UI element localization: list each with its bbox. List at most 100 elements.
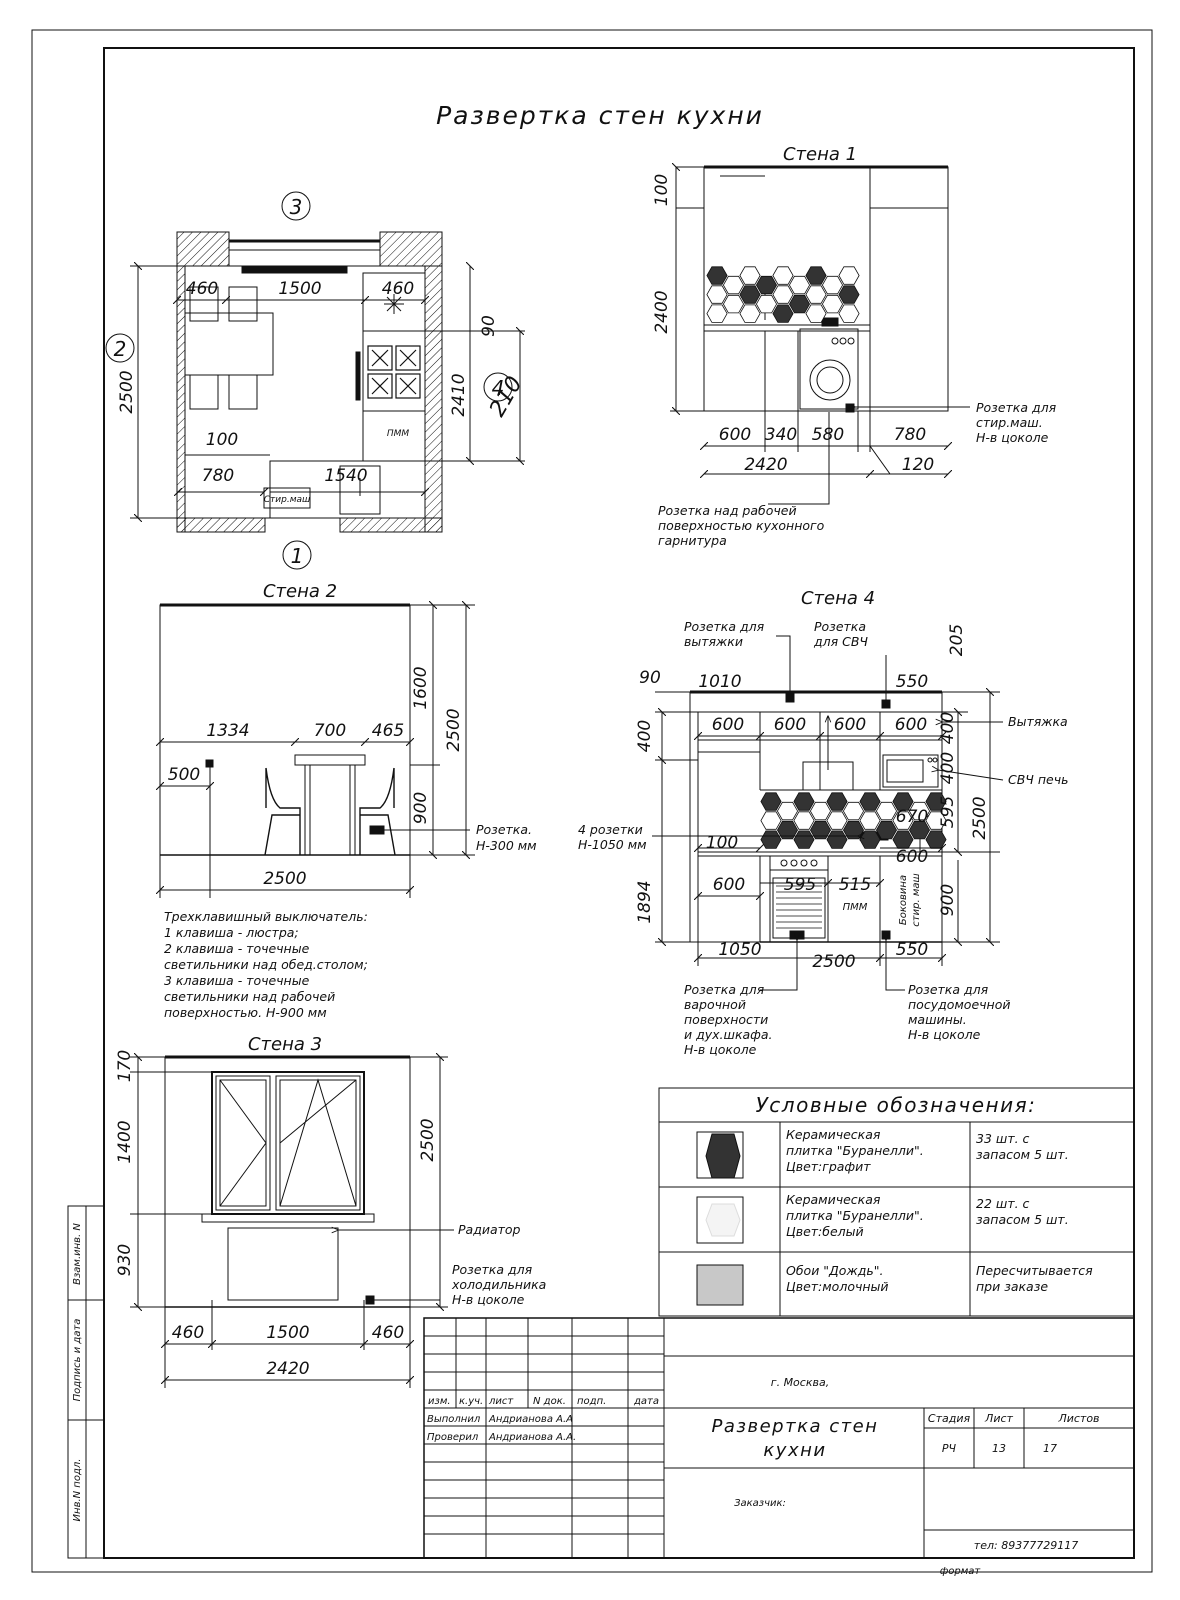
wall2-dimensions	[160, 605, 475, 898]
svg-text:Боковина: Боковина	[898, 875, 909, 925]
svg-text:Стир.маш: Стир.маш	[264, 495, 311, 505]
svg-text:2420: 2420	[266, 1359, 309, 1379]
svg-text:СВЧ печь: СВЧ печь	[1008, 772, 1068, 787]
svg-text:Выполнил: Выполнил	[427, 1414, 481, 1425]
svg-text:светильники над рабочей: светильники над рабочей	[164, 989, 335, 1004]
svg-text:Н-в цоколе: Н-в цоколе	[452, 1292, 525, 1307]
svg-text:Розетка над рабочей: Розетка над рабочей	[658, 503, 797, 518]
wall3-notes: Радиатор Розетка для холодильника Н-в цо…	[451, 1222, 546, 1307]
svg-text:Н-в цоколе: Н-в цоколе	[976, 430, 1049, 445]
svg-text:1894: 1894	[635, 880, 655, 923]
svg-text:Андрианова А.А: Андрианова А.А	[488, 1414, 573, 1425]
svg-text:1400: 1400	[115, 1120, 135, 1163]
wall2-notes: Розетка. Н-300 мм Трехклавишный выключат…	[164, 822, 537, 1020]
svg-text:Н-в цоколе: Н-в цоколе	[908, 1027, 981, 1042]
svg-text:Лист: Лист	[984, 1412, 1013, 1425]
svg-text:595: 595	[784, 875, 816, 895]
svg-text:600: 600	[712, 715, 744, 735]
hex-tile	[838, 285, 860, 304]
hex-tile	[925, 830, 947, 849]
wall1-notes: Розетка для стир.маш. Н-в цоколе Розетка…	[658, 400, 1057, 548]
svg-text:2500: 2500	[970, 796, 990, 839]
hex-tile	[793, 792, 815, 811]
hex-tile	[755, 294, 778, 314]
svg-text:поверхности: поверхности	[684, 1012, 768, 1027]
hex-tile	[925, 792, 947, 811]
svg-text:кухни: кухни	[763, 1440, 826, 1461]
svg-text:780: 780	[202, 466, 234, 486]
wall2-dim-labels: 1334 700 465 1600 2500 900 500 2500	[168, 666, 464, 889]
svg-text:стир. маш: стир. маш	[911, 873, 922, 926]
wall3-dim-labels: 170 1400 930 2500 460 1500 460 2420	[115, 1050, 438, 1379]
hex-tile	[826, 811, 848, 830]
svg-text:460: 460	[382, 279, 414, 299]
svg-text:Цвет:графит: Цвет:графит	[786, 1159, 871, 1174]
svg-text:2500: 2500	[418, 1118, 438, 1161]
title-block	[67, 1205, 1135, 1559]
svg-text:900: 900	[938, 884, 958, 916]
svg-text:Розетка.: Розетка.	[476, 822, 532, 837]
svg-text:Розетка для: Розетка для	[976, 400, 1057, 415]
svg-text:формат: формат	[940, 1566, 982, 1577]
svg-text:РЧ: РЧ	[942, 1442, 957, 1455]
hex-tile	[892, 830, 914, 849]
svg-text:400: 400	[635, 720, 655, 752]
svg-text:2500: 2500	[812, 952, 855, 972]
svg-text:2500: 2500	[444, 708, 464, 751]
svg-text:900: 900	[411, 792, 431, 824]
hex-tile	[826, 792, 848, 811]
svg-text:изм.: изм.	[428, 1396, 451, 1407]
svg-text:400: 400	[938, 752, 958, 784]
wall1-dim-labels: 100 2400 600 340 580 780 2420 120	[652, 174, 934, 475]
svg-text:Н-300 мм: Н-300 мм	[476, 838, 537, 853]
svg-text:Розетка для: Розетка для	[684, 619, 765, 634]
hex-tile	[805, 304, 827, 323]
svg-text:2420: 2420	[744, 455, 787, 475]
svg-text:Цвет:белый: Цвет:белый	[786, 1224, 864, 1239]
svg-text:Трехклавишный выключатель:: Трехклавишный выключатель:	[164, 909, 368, 924]
svg-text:600: 600	[774, 715, 806, 735]
svg-text:Н-в цоколе: Н-в цоколе	[684, 1042, 757, 1057]
svg-text:170: 170	[115, 1050, 135, 1082]
outer-frame	[31, 29, 1153, 1573]
hex-tile	[875, 801, 898, 821]
svg-text:Керамическая: Керамическая	[786, 1192, 881, 1207]
svg-text:дата: дата	[633, 1396, 659, 1407]
svg-text:Радиатор: Радиатор	[458, 1222, 521, 1237]
svg-text:N док.: N док.	[533, 1396, 566, 1407]
wall1-dimensions	[670, 167, 970, 505]
wall4-dim-labels: 205 90 1010 550 400 600 600 600 600 400 …	[635, 624, 990, 972]
svg-text:поверхностью. Н-900 мм: поверхностью. Н-900 мм	[164, 1005, 327, 1020]
hex-tile	[842, 801, 865, 821]
hex-tile	[892, 811, 914, 830]
svg-text:580: 580	[812, 425, 844, 445]
svg-text:1540: 1540	[324, 466, 367, 486]
svg-text:2: 2	[114, 337, 127, 361]
svg-text:1500: 1500	[278, 279, 321, 299]
svg-text:Обои "Дождь".: Обои "Дождь".	[786, 1263, 883, 1278]
svg-text:гарнитура: гарнитура	[658, 533, 727, 548]
svg-text:Взам.инв. N: Взам.инв. N	[72, 1223, 83, 1285]
svg-text:780: 780	[894, 425, 926, 445]
hex-tile	[706, 304, 728, 323]
svg-text:2500: 2500	[263, 869, 306, 889]
side-stamp: Взам.инв. N Подпись и дата Инв.N подл.	[72, 1223, 83, 1522]
svg-text:поверхностью кухонного: поверхностью кухонного	[658, 518, 825, 533]
svg-text:3: 3	[290, 195, 303, 219]
svg-text:17: 17	[1043, 1442, 1057, 1455]
wall2-title: Стена 2	[263, 581, 337, 602]
svg-text:1600: 1600	[411, 666, 431, 709]
hex-tile	[760, 811, 782, 830]
hex-tile	[821, 294, 844, 314]
svg-text:1334: 1334	[206, 721, 249, 741]
svg-text:460: 460	[372, 1323, 404, 1343]
svg-text:90: 90	[479, 315, 499, 337]
svg-text:600: 600	[896, 847, 928, 867]
hex-tile	[755, 275, 778, 295]
svg-text:120: 120	[902, 455, 934, 475]
svg-text:Листов: Листов	[1057, 1412, 1099, 1425]
svg-text:340: 340	[765, 425, 797, 445]
legend-rows: Керамическая плитка "Буранелли". Цвет:гр…	[786, 1127, 1093, 1294]
hex-tile	[706, 285, 728, 304]
svg-text:Инв.N подл.: Инв.N подл.	[72, 1459, 83, 1522]
